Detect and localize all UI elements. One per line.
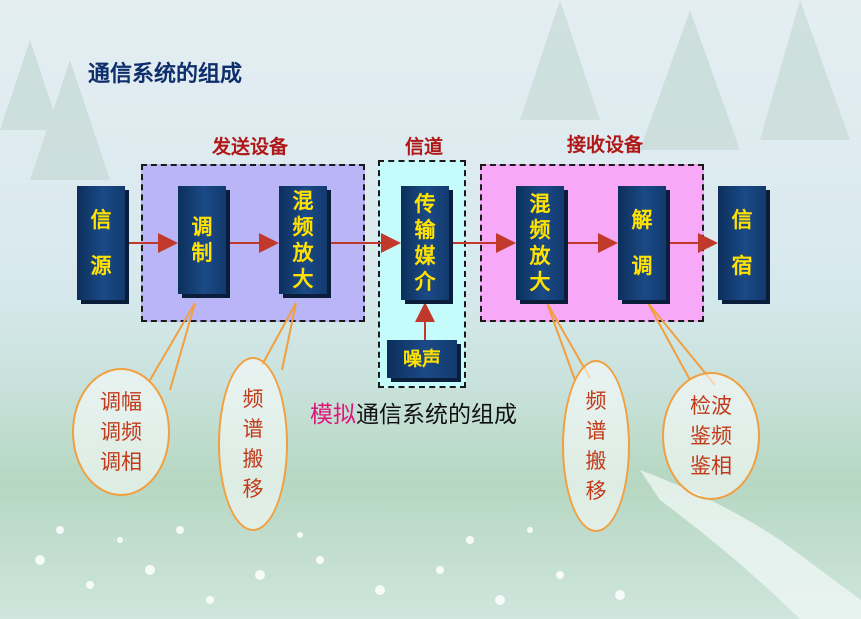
sink-block: 信宿 xyxy=(718,186,766,300)
channel-label: 信道 xyxy=(404,136,443,158)
callout-tail-modulation xyxy=(149,302,196,391)
caption-rest: 通信系统的组成 xyxy=(356,402,517,428)
receive-equipment-label: 接收设备 xyxy=(566,134,643,156)
callout-tail-txshift xyxy=(261,302,297,371)
callout-tail-demodulation xyxy=(647,302,716,386)
page-title: 通信系统的组成 xyxy=(88,62,243,87)
send-equipment-label: 发送设备 xyxy=(211,136,288,158)
callout-modulation-types: 调幅调频调相 xyxy=(72,368,170,496)
source-block: 信源 xyxy=(77,186,125,300)
noise-block: 噪声 xyxy=(387,340,457,378)
callout-rx-spectrum-shift: 频谱搬移 xyxy=(562,360,630,532)
callout-demodulation-types: 检波鉴频鉴相 xyxy=(662,372,760,500)
demodulation-block: 解调 xyxy=(618,186,666,300)
rx-mixer-amplifier-block: 混频放大 xyxy=(516,186,564,300)
transmission-medium-block: 传输媒介 xyxy=(401,186,449,300)
tx-mixer-amplifier-block: 混频放大 xyxy=(279,186,327,294)
modulation-block: 调制 xyxy=(178,186,226,294)
callout-tx-spectrum-shift: 频谱搬移 xyxy=(218,357,288,531)
diagram-caption: 模拟通信系统的组成 xyxy=(310,395,517,429)
caption-highlight: 模拟 xyxy=(310,402,356,428)
